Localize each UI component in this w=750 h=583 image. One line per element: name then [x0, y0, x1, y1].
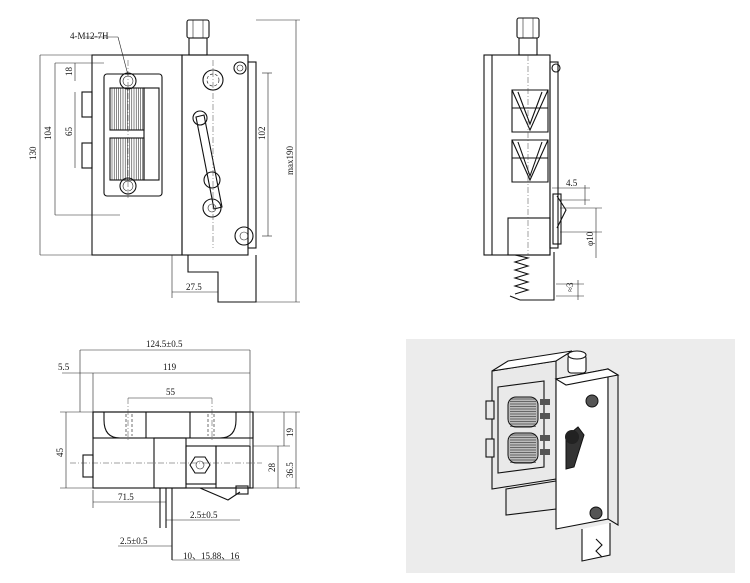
dim-65: 65	[64, 127, 74, 137]
photo-coils	[507, 396, 539, 464]
photo-screw	[585, 394, 599, 408]
front-lever-plate	[181, 54, 249, 256]
top-side-lug	[82, 454, 94, 478]
dim-55: 55	[166, 387, 176, 397]
dim-tol-b: 2.5±0.5	[120, 536, 148, 546]
side-spring	[513, 254, 531, 295]
side-cap-screw	[516, 17, 540, 39]
dim-19: 19	[285, 428, 295, 438]
dim-119: 119	[163, 362, 177, 372]
dim-28: 28	[267, 463, 277, 473]
dim-18: 18	[64, 67, 74, 77]
dim-36-5: 36.5	[285, 462, 295, 478]
photo-bracket	[581, 523, 611, 562]
front-coils	[109, 87, 160, 181]
photo-lever-plate	[555, 368, 609, 530]
side-housing	[483, 54, 551, 256]
product-render	[485, 350, 620, 562]
front-small-screw	[233, 61, 247, 75]
side-bracket	[520, 252, 555, 301]
top-slot	[103, 412, 147, 439]
side-view: 4.5 φ10 ≈3	[483, 17, 602, 301]
top-housing	[92, 411, 254, 489]
dim-124-5: 124.5±0.5	[146, 339, 183, 349]
front-bracket	[187, 255, 257, 303]
top-view: 124.5±0.5 119 55 5.5 45 19 28 36.5 71.5 …	[55, 339, 300, 561]
front-dimensions	[39, 19, 300, 303]
front-side-strip	[247, 61, 257, 249]
dim-4-5: 4.5	[566, 178, 578, 188]
side-strip	[549, 61, 559, 249]
front-plate-hole	[234, 226, 254, 246]
dim-sizes: 10、15.88、16	[183, 551, 240, 561]
front-lug	[81, 142, 93, 169]
top-slot	[189, 412, 237, 439]
side-lever-edge	[552, 193, 562, 245]
front-housing	[91, 54, 183, 256]
front-view: 4-M12-7H 18 104 130 65 102 max190 27.5	[28, 19, 300, 303]
dim-71-5: 71.5	[118, 492, 134, 502]
dim-approx3: ≈3	[565, 282, 575, 292]
side-small-screw	[551, 63, 561, 73]
side-v-block	[511, 139, 549, 183]
top-dimensions	[60, 349, 300, 561]
thread-callout: 4-M12-7H	[70, 31, 109, 41]
dim-104: 104	[43, 126, 53, 140]
dim-102: 102	[257, 127, 267, 141]
side-screw-body	[518, 37, 538, 56]
front-lug	[81, 91, 93, 118]
photo-teeth	[540, 399, 550, 455]
dim-27-5: 27.5	[186, 282, 202, 292]
dim-tol-a: 2.5±0.5	[190, 510, 218, 520]
dim-130: 130	[28, 146, 38, 160]
side-lower-block	[507, 217, 551, 256]
front-cap-screw	[186, 19, 210, 39]
dim-5-5: 5.5	[58, 362, 70, 372]
product-photo	[406, 339, 735, 573]
top-lever-tab	[199, 487, 241, 501]
front-screw-body	[188, 37, 208, 56]
side-dimensions	[552, 185, 602, 300]
dim-dia10: φ10	[585, 231, 595, 246]
front-coil-window	[103, 73, 163, 197]
dim-45: 45	[55, 448, 65, 458]
front-lever	[192, 110, 223, 218]
side-v-block	[511, 89, 549, 133]
dim-max190: max190	[285, 146, 295, 175]
top-hex-bolt	[189, 456, 211, 474]
